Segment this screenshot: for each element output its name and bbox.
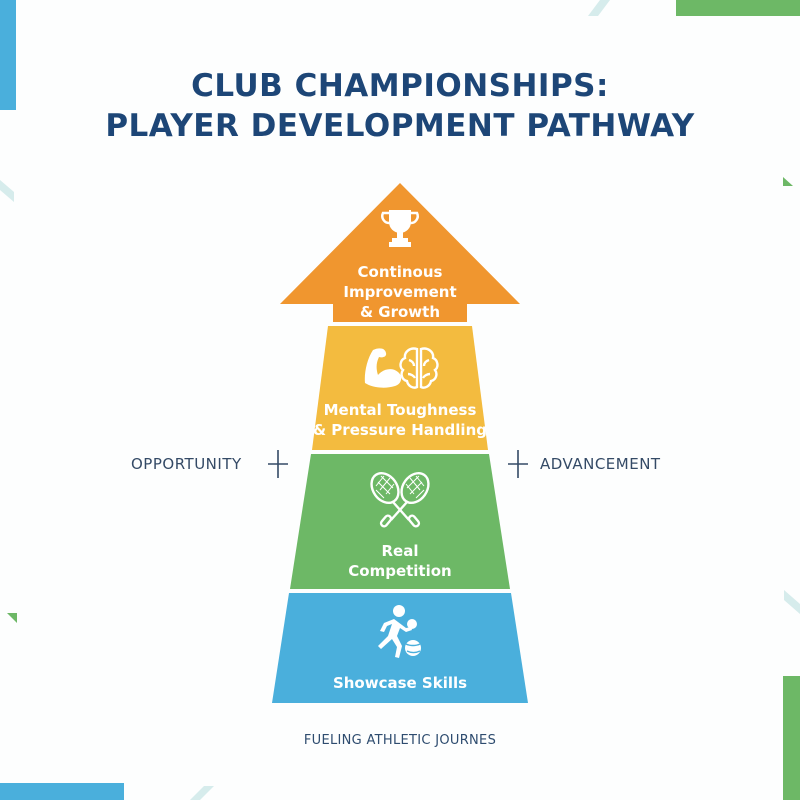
decor-blue-bar-bottom-left [0,783,124,800]
tier-top-shape [280,183,520,322]
tier-middle-shape [290,454,510,589]
tier-upper-shape [312,326,488,450]
tier-top-label-line3: & Growth [359,303,441,321]
trophy-icon [381,210,419,247]
tier-upper-label-line1: Mental Toughness [323,401,477,419]
tier-middle-label-line1: Real [381,542,419,560]
decor-green-bar-top-right [676,0,800,16]
tier-middle-label: Real Competition [300,541,500,581]
tier-top-label-line2: Improvement [343,283,457,301]
tier-top-label-line1: Continous [357,263,443,281]
decor-green-bar-bottom-right [783,676,800,800]
tier-middle-label-line2: Competition [348,562,452,580]
tier-upper-label-line2: & Pressure Handling [313,421,487,439]
side-label-left: OPPORTUNITY [131,455,242,473]
tier-base-label: Showcase Skills [290,673,510,693]
page-title-line1: CLUB CHAMPIONSHIPS: [191,68,609,104]
footer-tagline: FUELING ATHLETIC JOURNES [303,733,497,748]
page-title-line2: PLAYER DEVELOPMENT PATHWAY [105,108,695,144]
muscle-icon [364,348,402,388]
decor-blue-bar-top-left [0,0,16,110]
crossed-rackets-icon [370,471,430,528]
plus-left-icon [268,450,288,478]
plus-right-icon [508,450,528,478]
brain-icon [399,347,439,389]
tier-base-label-line1: Showcase Skills [332,674,468,692]
tier-upper-label: Mental Toughness & Pressure Handling [300,400,500,440]
side-label-right: ADVANCEMENT [540,455,661,473]
tier-top-label: Continous Improvement & Growth [300,262,500,322]
